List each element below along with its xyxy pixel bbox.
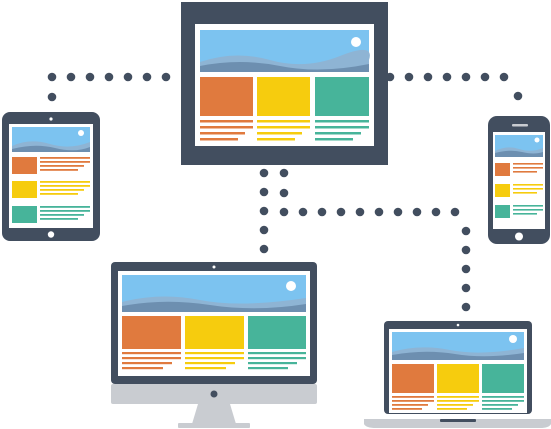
banner-hill-front (200, 62, 369, 72)
sun-icon (509, 335, 517, 343)
connector-dot (461, 226, 471, 236)
connector-center-down (259, 168, 289, 254)
connector-dot (259, 244, 269, 254)
connector-dot (404, 72, 414, 82)
content-block-yellow (185, 316, 244, 349)
content-block-orange (392, 364, 434, 393)
sun-icon (286, 281, 296, 291)
main-window-banner (200, 30, 370, 72)
connector-dot (461, 302, 471, 312)
monitor-banner (122, 275, 306, 312)
content-block-teal (482, 364, 524, 393)
connector-dot (259, 225, 269, 235)
connector-dot (461, 245, 471, 255)
connector-dot (317, 207, 327, 217)
tablet-home-button (47, 231, 55, 238)
connector-dot (355, 207, 365, 217)
laptop-device (364, 321, 551, 428)
connector-dot (259, 168, 269, 178)
connector-dot (279, 207, 289, 217)
content-block-teal (12, 206, 37, 223)
connector-dot (336, 207, 346, 217)
phone-home-button (515, 232, 523, 241)
content-block-yellow (495, 184, 510, 197)
connector-dot (423, 72, 433, 82)
connector-dot (499, 72, 509, 82)
phone-speaker (512, 124, 528, 127)
laptop-camera (456, 323, 460, 327)
content-block-teal (315, 77, 369, 116)
connector-center-right (279, 207, 471, 312)
content-block-orange (12, 157, 37, 174)
connector-dot (85, 72, 95, 82)
monitor-power-button (210, 390, 218, 398)
connector-dot (450, 207, 460, 217)
phone-banner (495, 135, 543, 157)
connector-dot (161, 72, 171, 82)
connector-top-right (385, 72, 523, 101)
text-lines-yellow (257, 120, 310, 141)
connector-dot (412, 207, 422, 217)
content-block-yellow (437, 364, 479, 393)
phone-device (488, 116, 550, 244)
monitor-camera (212, 265, 216, 269)
connector-dot (480, 72, 490, 82)
text-lines-teal (315, 120, 369, 141)
connector-dot (279, 188, 289, 198)
connector-dot (104, 72, 114, 82)
connector-dot (47, 72, 57, 82)
connector-dot (298, 207, 308, 217)
monitor-text-lines (122, 352, 306, 370)
connector-dot (461, 72, 471, 82)
main-window-device (181, 2, 388, 165)
connector-dot (123, 72, 133, 82)
desktop-monitor-device (111, 262, 317, 428)
content-block-teal (495, 205, 510, 218)
tablet-device (2, 112, 100, 241)
connector-dot (142, 72, 152, 82)
content-block-yellow (257, 77, 310, 116)
text-lines-orange (200, 120, 253, 141)
connector-dot (431, 207, 441, 217)
connector-dot (259, 206, 269, 216)
tablet-banner (12, 127, 90, 152)
connector-dot (259, 187, 269, 197)
sun-icon (351, 37, 361, 47)
monitor-base (178, 423, 250, 428)
tablet-text-lines (40, 157, 90, 220)
connector-dot (47, 92, 57, 102)
laptop-base (364, 419, 551, 428)
laptop-banner (392, 332, 524, 360)
connector-dot (513, 91, 523, 101)
connector-dot (461, 264, 471, 274)
tablet-camera (49, 117, 53, 121)
sun-icon (534, 137, 540, 143)
connector-dot (374, 207, 384, 217)
laptop-text-lines (392, 396, 524, 410)
phone-text-lines (513, 163, 543, 215)
content-block-orange (200, 77, 253, 116)
content-block-yellow (12, 181, 37, 198)
connector-dot (442, 72, 452, 82)
connector-top-left (47, 72, 171, 102)
connector-dot (393, 207, 403, 217)
content-block-orange (122, 316, 181, 349)
content-block-teal (248, 316, 306, 349)
laptop-notch (440, 419, 476, 422)
sun-icon (78, 130, 84, 136)
content-block-orange (495, 163, 510, 176)
monitor-neck (192, 404, 236, 424)
connector-dot (461, 283, 471, 293)
connector-dot (66, 72, 76, 82)
connector-dot (279, 168, 289, 178)
